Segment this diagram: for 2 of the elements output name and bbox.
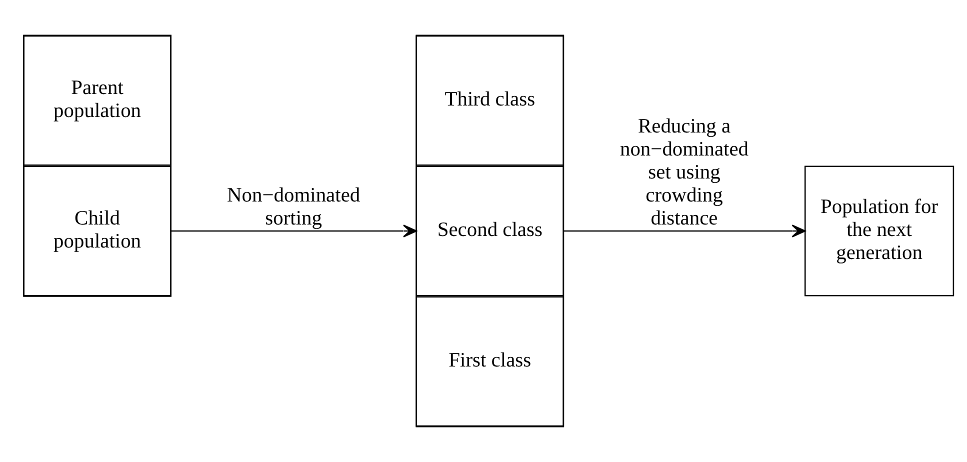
edge-label: Reducing a non−dominated set using crowding distance bbox=[620, 115, 749, 230]
edge-label: Non−dominated sorting bbox=[227, 184, 360, 230]
